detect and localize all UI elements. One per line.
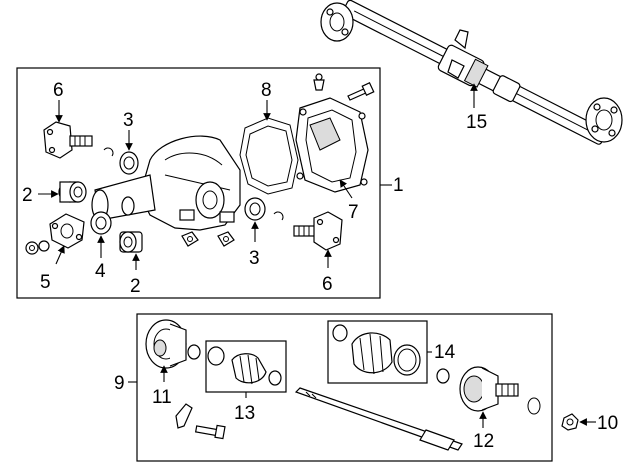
callout-7: 7 [348,202,359,223]
rear-flange-icon [585,97,623,143]
callout-8: 8 [261,80,272,101]
callout-9: 9 [114,373,125,394]
front-flange-icon [320,2,354,42]
pinion-flange [49,213,85,249]
inner-cv-joint [145,319,187,369]
callout-4: 4 [95,261,106,282]
axle-output-flange-right [293,211,343,251]
callout-15: 15 [466,112,487,133]
snap-ring-right-icon [273,211,284,221]
differential-group-box [16,67,381,299]
axle-nut [561,413,579,431]
callout-6-bottom: 6 [322,274,333,295]
outer-joint-ring [436,368,450,384]
mount-bushing-left [58,181,87,203]
callout-12: 12 [473,431,494,452]
mount-nuts-icon [181,231,235,247]
callout-3-top: 3 [123,110,134,131]
callout-11: 11 [152,387,172,408]
flange-nut-icon [25,241,39,255]
axle-seal-right [244,197,266,221]
axle-shaft-group-box [136,313,553,462]
vent-plug-icon [313,79,325,91]
callout-6-top: 6 [53,80,64,101]
propeller-shaft [320,0,623,145]
outer-boot [332,324,421,376]
callout-2-bottom: 2 [130,276,141,297]
differential-carrier [91,135,241,231]
differential-cover [295,97,369,193]
callout-5: 5 [40,272,51,293]
axle-output-flange-left [43,121,93,159]
callout-1: 1 [393,175,404,196]
outer-snap-ring-icon [527,397,541,415]
callout-2-left: 2 [22,185,33,206]
outer-cv-joint [459,366,519,412]
callout-13: 13 [234,403,255,424]
mount-bushing-bottom [119,231,143,253]
pinion-seal [90,211,112,235]
cover-gasket [239,117,299,195]
bracket-icon [175,403,193,429]
bolt-icon [194,424,226,440]
callout-10: 10 [597,413,618,434]
inner-boot [207,346,282,386]
callout-3-bottom: 3 [249,248,260,269]
axle-seal-left [119,151,139,175]
washer-icon [38,240,50,252]
snap-ring-left-icon [103,147,114,157]
inner-cv-ring [187,344,201,360]
callout-14: 14 [434,342,456,363]
axle-shaft [294,387,463,451]
